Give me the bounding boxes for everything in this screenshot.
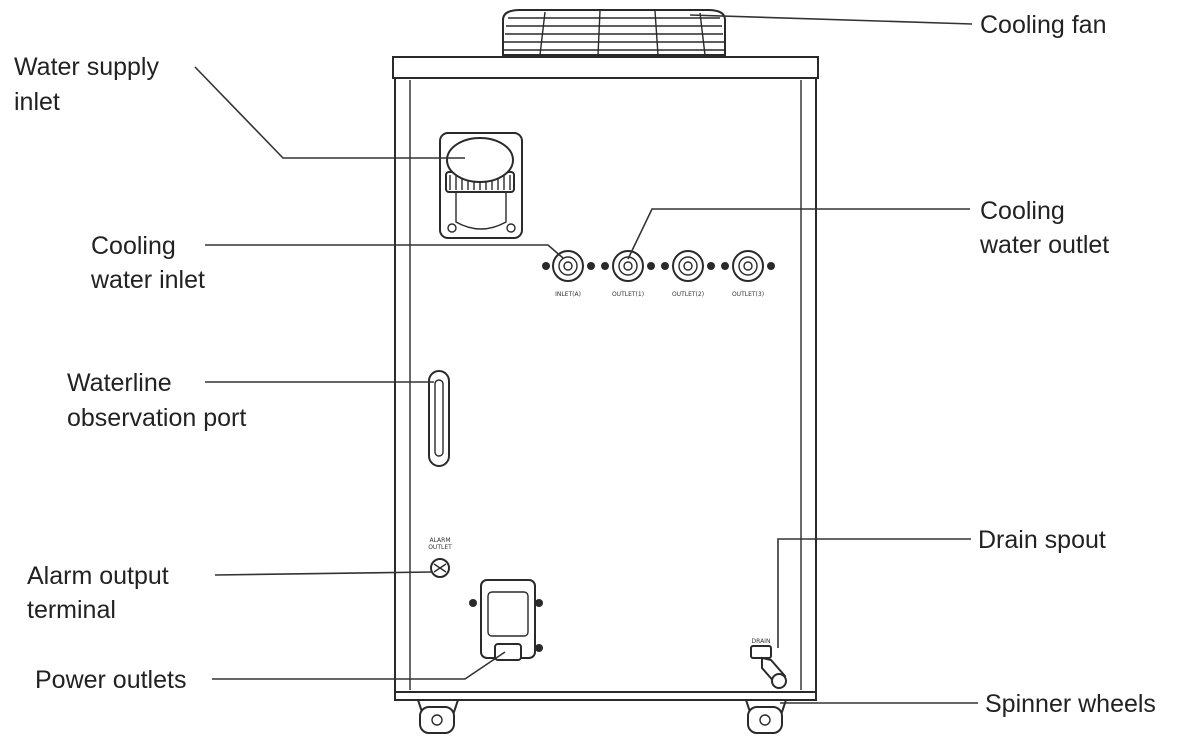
water-ports: INLET(A) OUTLET(1) OUTLET(2) OUTLET(3) [542, 250, 775, 298]
power-outlets [469, 579, 543, 661]
label-cooling-water-outlet-line-1: Cooling [980, 197, 1065, 225]
leader-water-supply-inlet [194, 66, 465, 159]
port-marking-outlet-2: OUTLET(2) [672, 291, 704, 298]
label-spinner-wheels: Spinner wheels [985, 690, 1156, 718]
label-cooling-water-outlet-line-2: water outlet [979, 231, 1109, 259]
leader-cooling-water-inlet [205, 244, 564, 259]
drain-spout: DRAIN [750, 638, 787, 689]
alarm-output-terminal: ALARM OUTLET [428, 537, 452, 578]
port-marking-inlet: INLET(A) [555, 291, 581, 298]
spinner-wheels [416, 699, 788, 734]
label-cooling-fan: Cooling fan [980, 11, 1106, 39]
water-supply-inlet-cap [439, 132, 523, 239]
cooling-fan [502, 9, 726, 56]
label-waterline-port-line-1: Waterline [67, 369, 172, 397]
port-marking-outlet-1: OUTLET(1) [612, 291, 644, 298]
leader-cooling-water-outlet [627, 208, 970, 260]
port-marking-outlet-3: OUTLET(3) [732, 291, 764, 298]
drain-marking: DRAIN [752, 638, 771, 645]
port-outlet-1 [601, 250, 655, 282]
leader-power-outlets [212, 651, 506, 680]
leader-alarm-output [214, 571, 433, 576]
label-water-supply-inlet-line-2: inlet [14, 88, 60, 116]
leader-drain-spout [777, 538, 971, 648]
label-cooling-water-inlet-line-2: water inlet [90, 266, 205, 294]
alarm-marking-line-2: OUTLET [428, 544, 452, 551]
callout-labels: Cooling fan Water supply inlet Cooling w… [14, 11, 1156, 718]
label-water-supply-inlet-line-1: Water supply [14, 53, 159, 81]
port-inlet [542, 250, 595, 282]
label-alarm-output-line-1: Alarm output [27, 562, 169, 590]
label-alarm-output-line-2: terminal [27, 596, 116, 624]
label-drain-spout: Drain spout [978, 526, 1106, 554]
waterline-observation-port [428, 370, 450, 467]
label-waterline-port-line-2: observation port [67, 404, 246, 432]
label-power-outlets: Power outlets [35, 666, 186, 694]
leader-lines [194, 14, 978, 704]
alarm-marking-line-1: ALARM [429, 537, 450, 544]
port-outlet-2 [661, 250, 715, 282]
port-outlet-3 [721, 250, 775, 282]
chiller-cabinet [392, 56, 819, 701]
label-cooling-water-inlet-line-1: Cooling [91, 232, 176, 260]
leader-cooling-fan [689, 14, 973, 25]
